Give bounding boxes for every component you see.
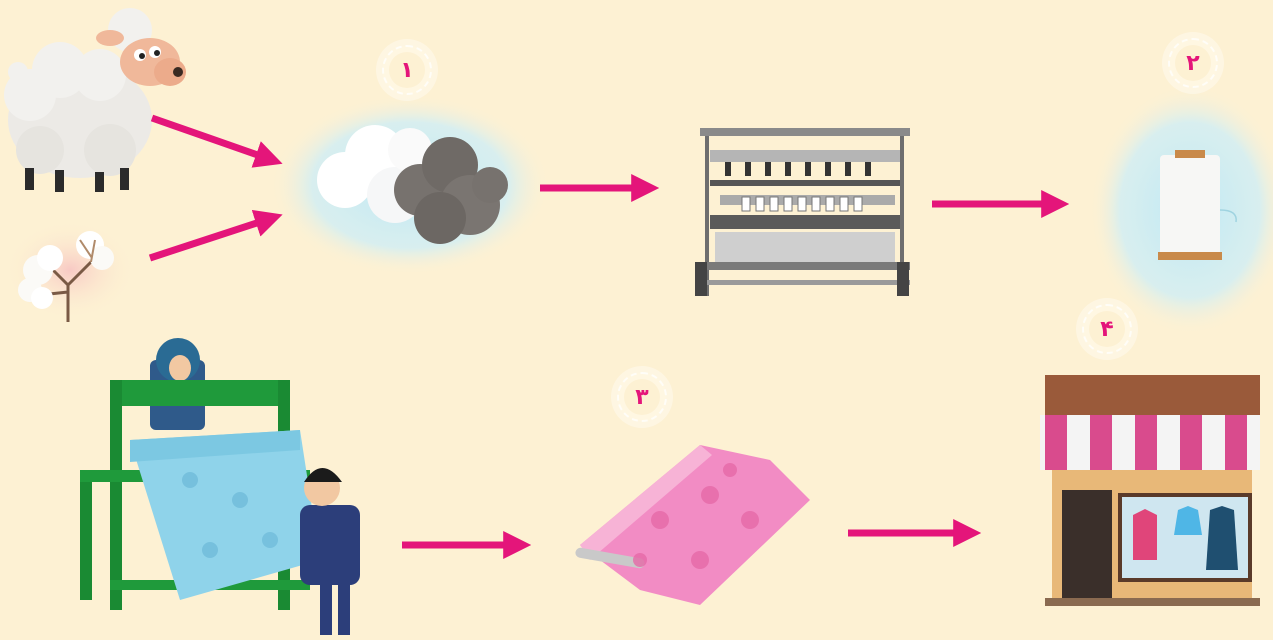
step-number: ۴ <box>1089 311 1125 347</box>
clothing-shop-icon <box>1040 375 1260 606</box>
fabric-roll-icon <box>575 445 810 605</box>
spinning-machine-icon <box>695 128 910 296</box>
step-badge-1: ۱ <box>382 45 432 95</box>
arrow-sheep-to-fiber <box>150 114 283 168</box>
step-number: ۳ <box>624 379 660 415</box>
step-badge-2: ۲ <box>1168 38 1218 88</box>
arrows <box>148 114 1070 559</box>
cotton-plant-icon <box>4 220 136 322</box>
fiber-pile-icon <box>270 95 550 275</box>
step-badge-4: ۴ <box>1082 304 1132 354</box>
step-number: ۲ <box>1175 45 1211 81</box>
sheep-icon <box>4 8 186 192</box>
step-badge-3: ۳ <box>617 372 667 422</box>
step-number: ۱ <box>389 52 425 88</box>
yarn-spool-icon <box>1090 85 1273 335</box>
weaving-loom-icon <box>80 338 360 635</box>
arrow-cotton-to-fiber <box>148 209 283 262</box>
